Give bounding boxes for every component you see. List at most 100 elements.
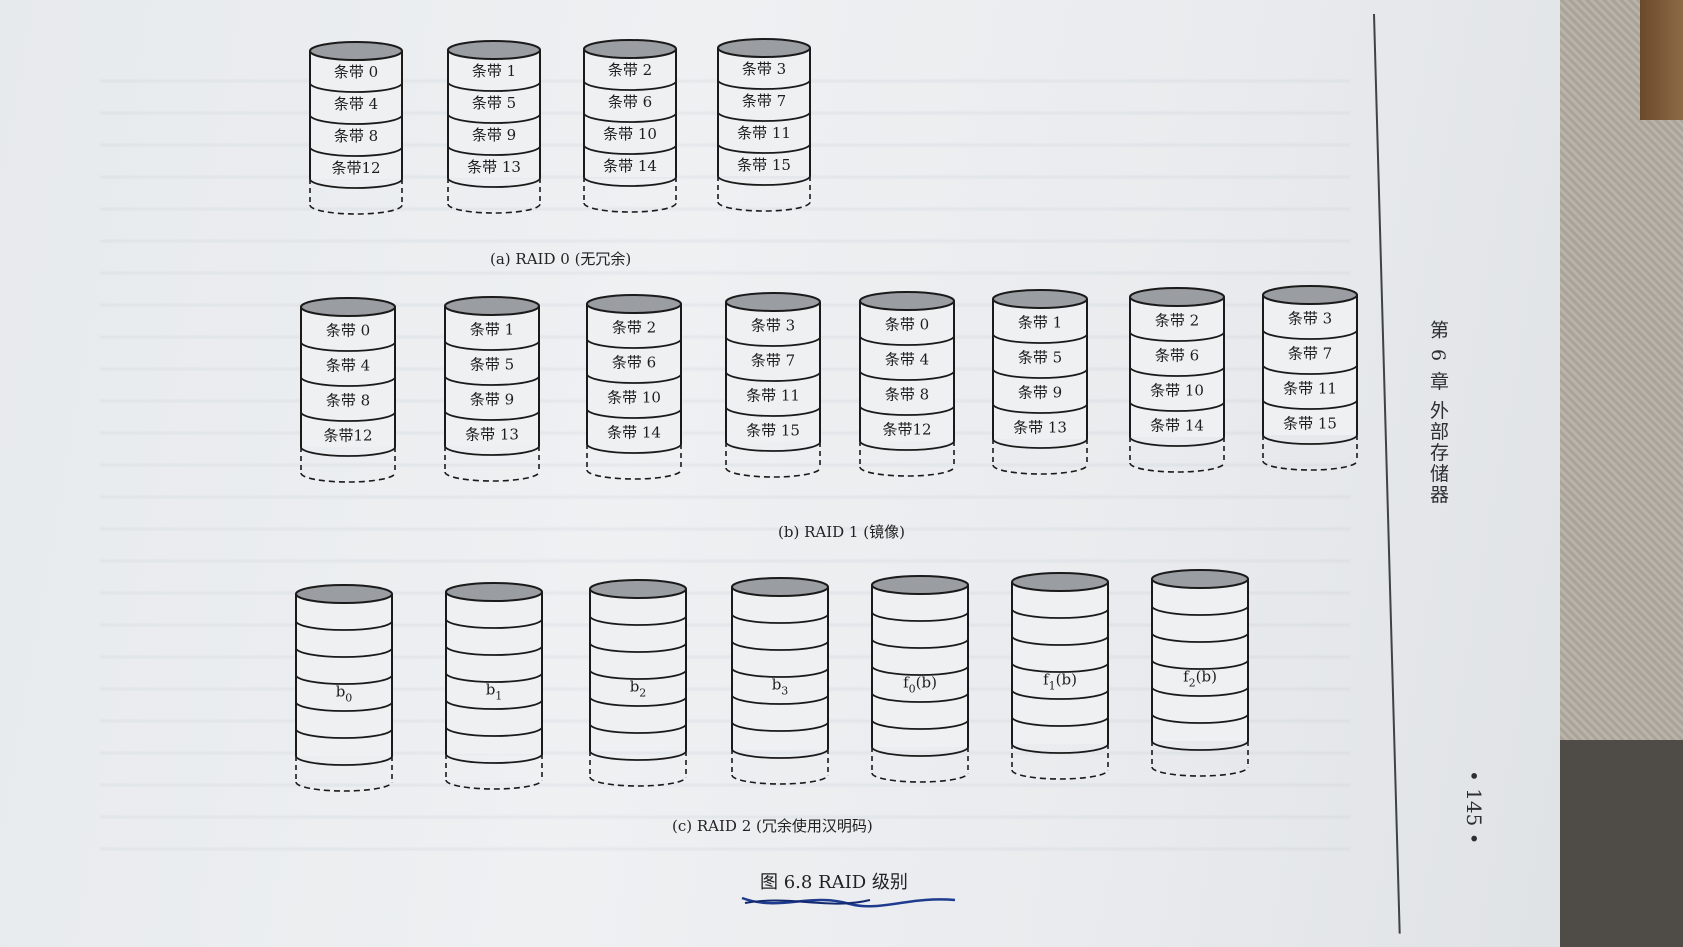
raid2-disk-2: b2 <box>589 579 687 787</box>
stripe-label: 条带 14 <box>603 157 657 175</box>
disk-top <box>1011 572 1109 592</box>
disk-row-divider <box>447 113 541 124</box>
disk-ext-bottom <box>1151 766 1249 777</box>
stripe-label: 条带 7 <box>751 352 795 370</box>
disk-row-divider <box>992 403 1088 414</box>
disk-top <box>583 39 677 59</box>
ink-underline <box>741 896 956 908</box>
disk-row-divider <box>309 178 403 189</box>
disk-row-divider <box>992 368 1088 379</box>
stripe-label: 条带 1 <box>472 62 516 80</box>
disk-ext-bottom <box>295 781 393 792</box>
disk-row-divider <box>586 338 682 349</box>
disk-row-divider <box>300 446 396 457</box>
bit-subscript: 3 <box>781 685 788 698</box>
disk-row-divider <box>447 177 541 188</box>
disk-row-divider <box>586 373 682 384</box>
disk-row-divider <box>309 114 403 125</box>
stripe-label: 条带 3 <box>751 317 795 335</box>
bit-base: f <box>903 674 910 692</box>
disk-body <box>732 587 828 749</box>
stripe-label: 条带 11 <box>1283 380 1337 398</box>
bit-base: b <box>630 678 640 696</box>
stripe-label: 条带 2 <box>608 61 652 79</box>
stripe-label: 条带 13 <box>465 426 519 444</box>
disk-bit-label: f1(b) <box>1043 671 1077 693</box>
disk-row-divider <box>589 696 687 707</box>
bit-subscript: 0 <box>345 692 352 705</box>
disk-row-divider <box>583 144 677 155</box>
disk-row-divider <box>859 405 955 416</box>
bit-base: f <box>1043 671 1050 689</box>
disk-body <box>310 51 402 179</box>
disk-top <box>309 41 403 61</box>
raid0-disk-1: 条带 1条带 5条带 9条带 13 <box>447 40 541 214</box>
disk-row-divider <box>1011 743 1109 754</box>
stripe-label: 条带 6 <box>1155 347 1199 365</box>
disk-row-divider <box>871 719 969 730</box>
raid2-disk-6: f2(b) <box>1151 569 1249 777</box>
disk-row-divider <box>589 615 687 626</box>
disk-row-divider <box>1011 662 1109 673</box>
disk-top <box>445 582 543 602</box>
disk-ext-bottom <box>309 204 403 215</box>
disk-top <box>992 289 1088 309</box>
disk-row-divider <box>717 175 811 186</box>
stripe-label: 条带 5 <box>470 356 514 374</box>
stripe-label: 条带12 <box>331 159 380 177</box>
disk-row-divider <box>589 723 687 734</box>
bit-suffix: (b) <box>1196 668 1217 686</box>
background-fabric <box>1560 0 1683 760</box>
stripe-label: 条带 2 <box>612 319 656 337</box>
stripe-label: 条带 2 <box>1155 312 1199 330</box>
disk-bit-label: b2 <box>630 678 647 700</box>
disk-row-divider <box>295 728 393 739</box>
disk-top <box>1262 285 1358 305</box>
disk-row-divider <box>447 81 541 92</box>
disk-top <box>586 294 682 314</box>
raid1-disk-3: 条带 3 条带 7 条带 11 条带 15 <box>725 292 821 478</box>
disk-body <box>726 302 820 442</box>
stripe-label: 条带 9 <box>472 126 516 144</box>
disk-row-divider <box>871 638 969 649</box>
disk-row-divider <box>859 370 955 381</box>
disk-row-divider <box>445 699 543 710</box>
stripe-label: 条带12 <box>323 427 372 445</box>
disk-row-divider <box>1151 713 1249 724</box>
bit-base: b <box>336 683 346 701</box>
disk-row-divider <box>725 371 821 382</box>
disk-bit-label: b0 <box>336 683 353 705</box>
stripe-label: 条带 10 <box>603 125 657 143</box>
stripe-label: 条带 0 <box>326 322 370 340</box>
disk-row-divider <box>300 341 396 352</box>
disk-row-divider <box>1129 436 1225 447</box>
disk-row-divider <box>1011 608 1109 619</box>
disk-row-divider <box>859 440 955 451</box>
bit-subscript: 2 <box>639 687 646 700</box>
bit-subscript: 1 <box>1049 680 1056 693</box>
stripe-label: 条带 15 <box>746 422 800 440</box>
disk-top <box>447 40 541 60</box>
disk-row-divider <box>731 613 829 624</box>
disk-row-divider <box>445 672 543 683</box>
bit-suffix: (b) <box>1056 671 1077 689</box>
disk-row-divider <box>1151 686 1249 697</box>
disk-bit-label: f0(b) <box>903 674 937 696</box>
disk-ext-bottom <box>300 472 396 483</box>
disk-top <box>295 584 393 604</box>
stripe-label: 条带 5 <box>1018 349 1062 367</box>
chapter-header: 第 6 章 外部存储器 <box>1427 320 1449 506</box>
disk-top <box>589 579 687 599</box>
disk-body <box>718 48 810 176</box>
stripe-label: 条带 11 <box>746 387 800 405</box>
disk-top <box>717 38 811 58</box>
disk-bit-label: f2(b) <box>1183 668 1217 690</box>
stripe-label: 条带 15 <box>737 156 791 174</box>
figure-caption: 图 6.8 RAID 级别 <box>760 872 908 893</box>
disk-body <box>446 592 542 754</box>
